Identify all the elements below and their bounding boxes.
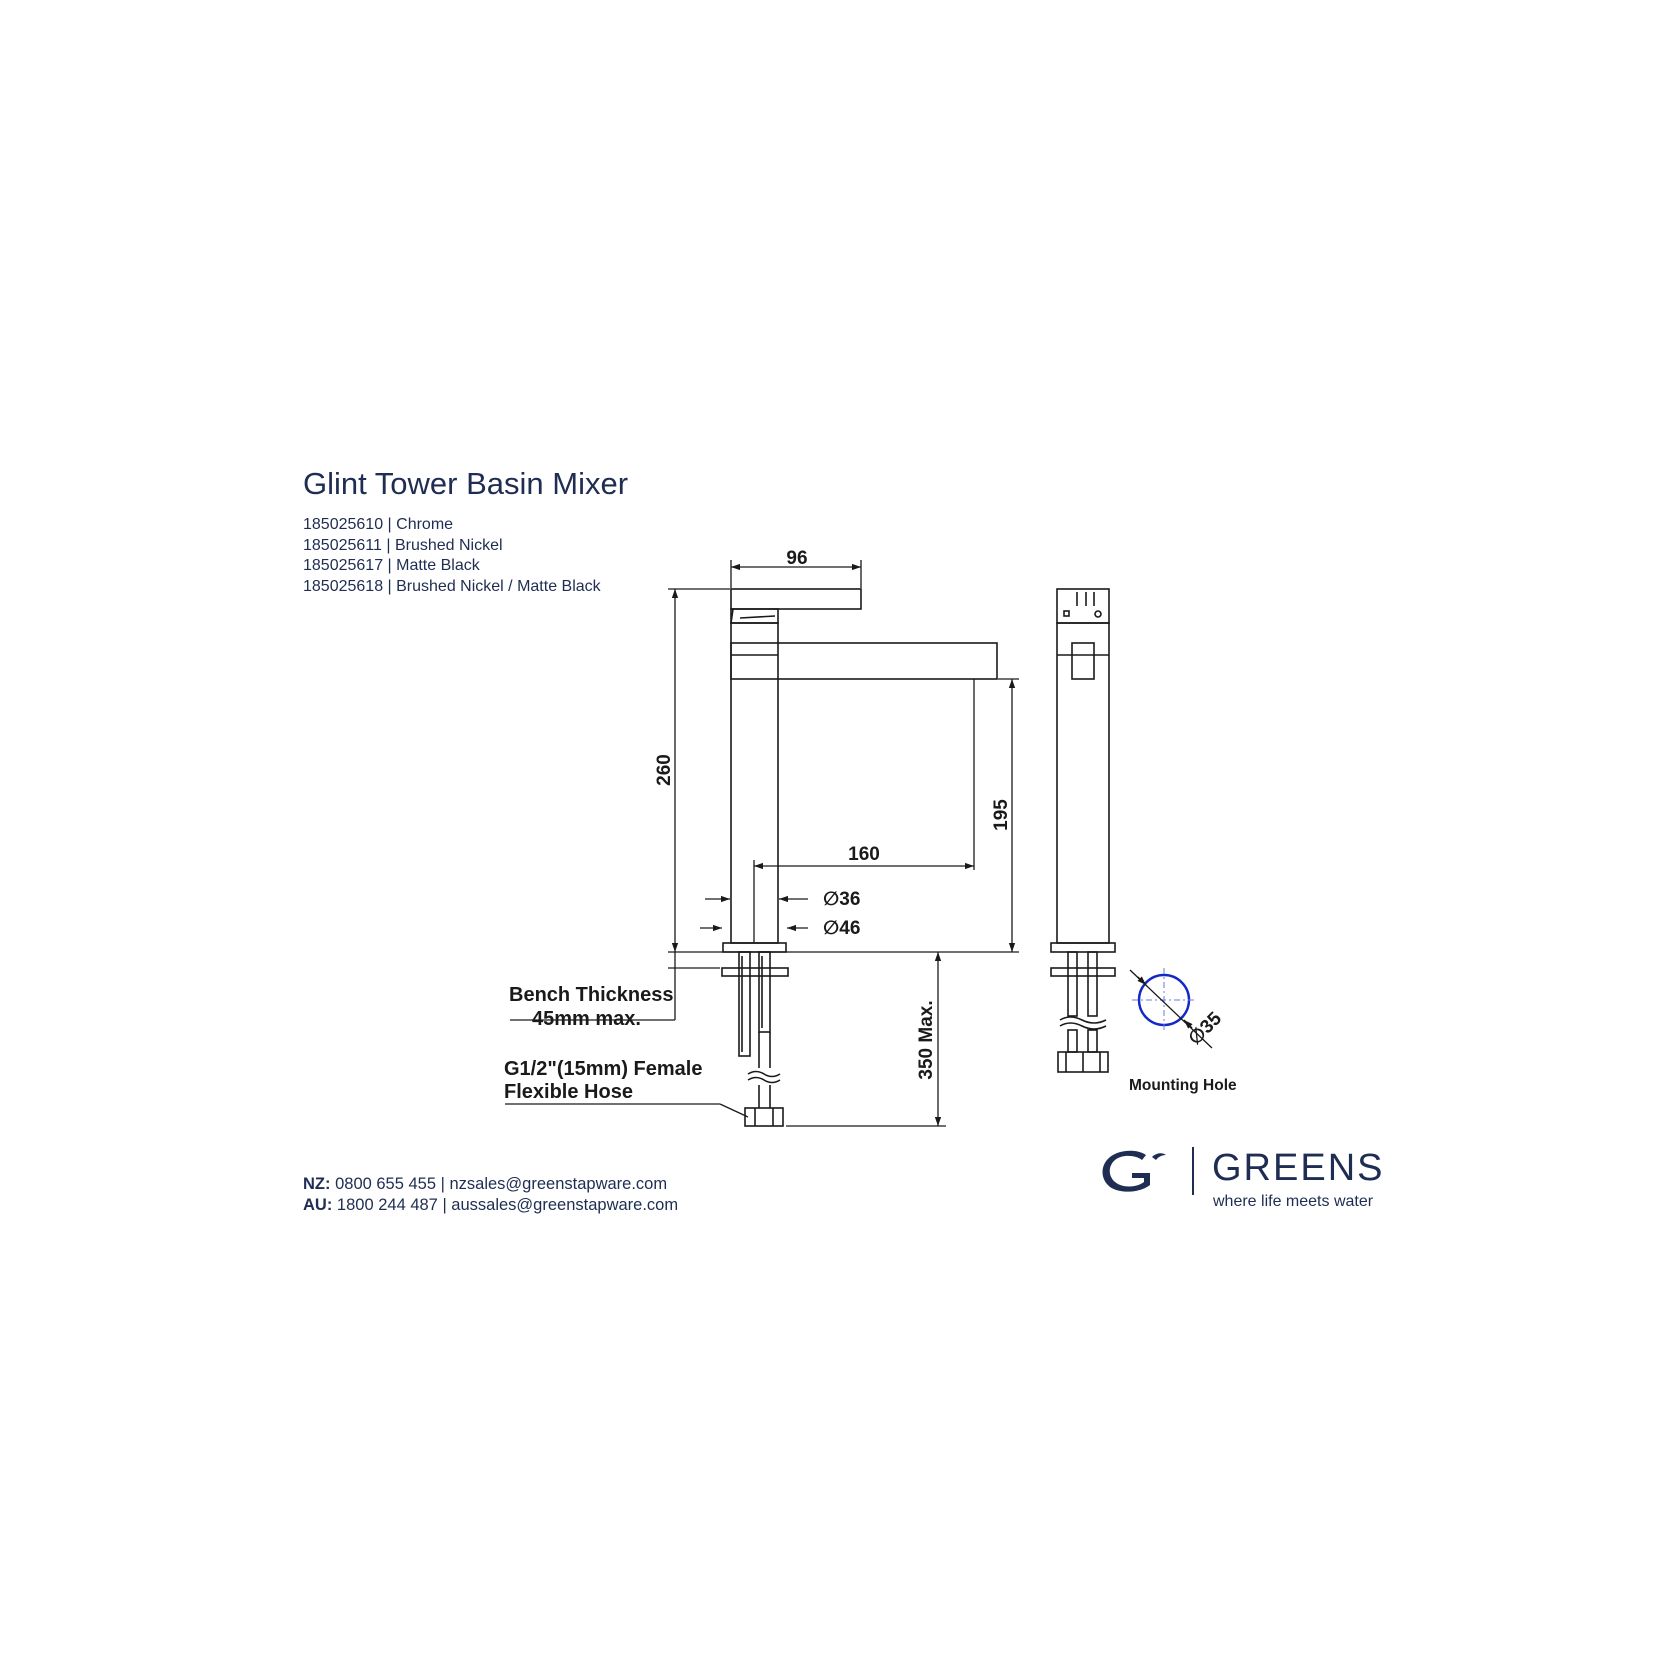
hose-nut — [744, 1107, 784, 1127]
product-code-matte-black: 185025617 | Matte Black — [303, 557, 480, 574]
product-codes: 185025610 | Chrome 185025611 | Brushed N… — [303, 515, 601, 597]
contact-nz-label: NZ: — [303, 1175, 331, 1193]
dim-hose-length: 350 Max. — [916, 1000, 937, 1079]
brand-name: GREENS — [1212, 1147, 1385, 1189]
side-body — [1056, 622, 1110, 944]
greens-g-logo-icon — [1102, 1150, 1166, 1192]
front-view — [668, 588, 1019, 1127]
dim-spout-reach: 160 — [848, 844, 880, 865]
product-title: Glint Tower Basin Mixer — [303, 466, 629, 501]
dim-height: 260 — [654, 754, 675, 786]
label-hose-type: G1/2"(15mm) Female — [504, 1058, 702, 1080]
contact-info: NZ: 0800 655 455 | nzsales@greenstapware… — [303, 1174, 678, 1216]
dim-handle-width: 96 — [786, 548, 807, 569]
contact-nz-text: 0800 655 455 | nzsales@greenstapware.com — [335, 1175, 668, 1193]
tap-base — [722, 942, 787, 953]
brand-tagline: where life meets water — [1213, 1193, 1374, 1210]
label-bench-max: 45mm max. — [532, 1008, 641, 1030]
side-spout — [1071, 642, 1095, 680]
side-view — [1050, 588, 1116, 1073]
front-dimension-labels: 96 260 195 160 ∅36 ∅46 350 Max. Bench Th… — [504, 548, 1012, 1103]
handle — [730, 588, 862, 610]
dim-base-dia: ∅46 — [823, 918, 860, 939]
product-code-brushed-nickel: 185025611 | Brushed Nickel — [303, 536, 503, 554]
mounting-hole-detail: ∅35 Mounting Hole — [1129, 968, 1237, 1094]
brand-divider — [1192, 1147, 1194, 1195]
contact-au-text: 1800 244 487 | aussales@greenstapware.co… — [336, 1196, 679, 1214]
label-bench-thickness: Bench Thickness — [509, 984, 674, 1006]
label-hose: Flexible Hose — [504, 1081, 633, 1103]
contact-au-label: AU: — [303, 1196, 333, 1214]
dim-body-dia: ∅36 — [823, 889, 860, 910]
side-base — [1050, 942, 1116, 953]
spout — [730, 642, 998, 680]
contact-au: AU: 1800 244 487 | aussales@greenstapwar… — [303, 1195, 678, 1216]
label-mounting-hole: Mounting Hole — [1129, 1077, 1237, 1094]
product-code-chrome: 185025610 | Chrome — [303, 516, 454, 533]
dim-spout-height: 195 — [991, 799, 1012, 831]
product-code-nickel-black: 185025618 | Brushed Nickel / Matte Black — [303, 577, 601, 595]
contact-nz: NZ: 0800 655 455 | nzsales@greenstapware… — [303, 1174, 678, 1195]
side-handle — [1056, 588, 1110, 624]
washer — [721, 967, 789, 977]
dim-hole-dia: ∅35 — [1185, 1008, 1227, 1050]
